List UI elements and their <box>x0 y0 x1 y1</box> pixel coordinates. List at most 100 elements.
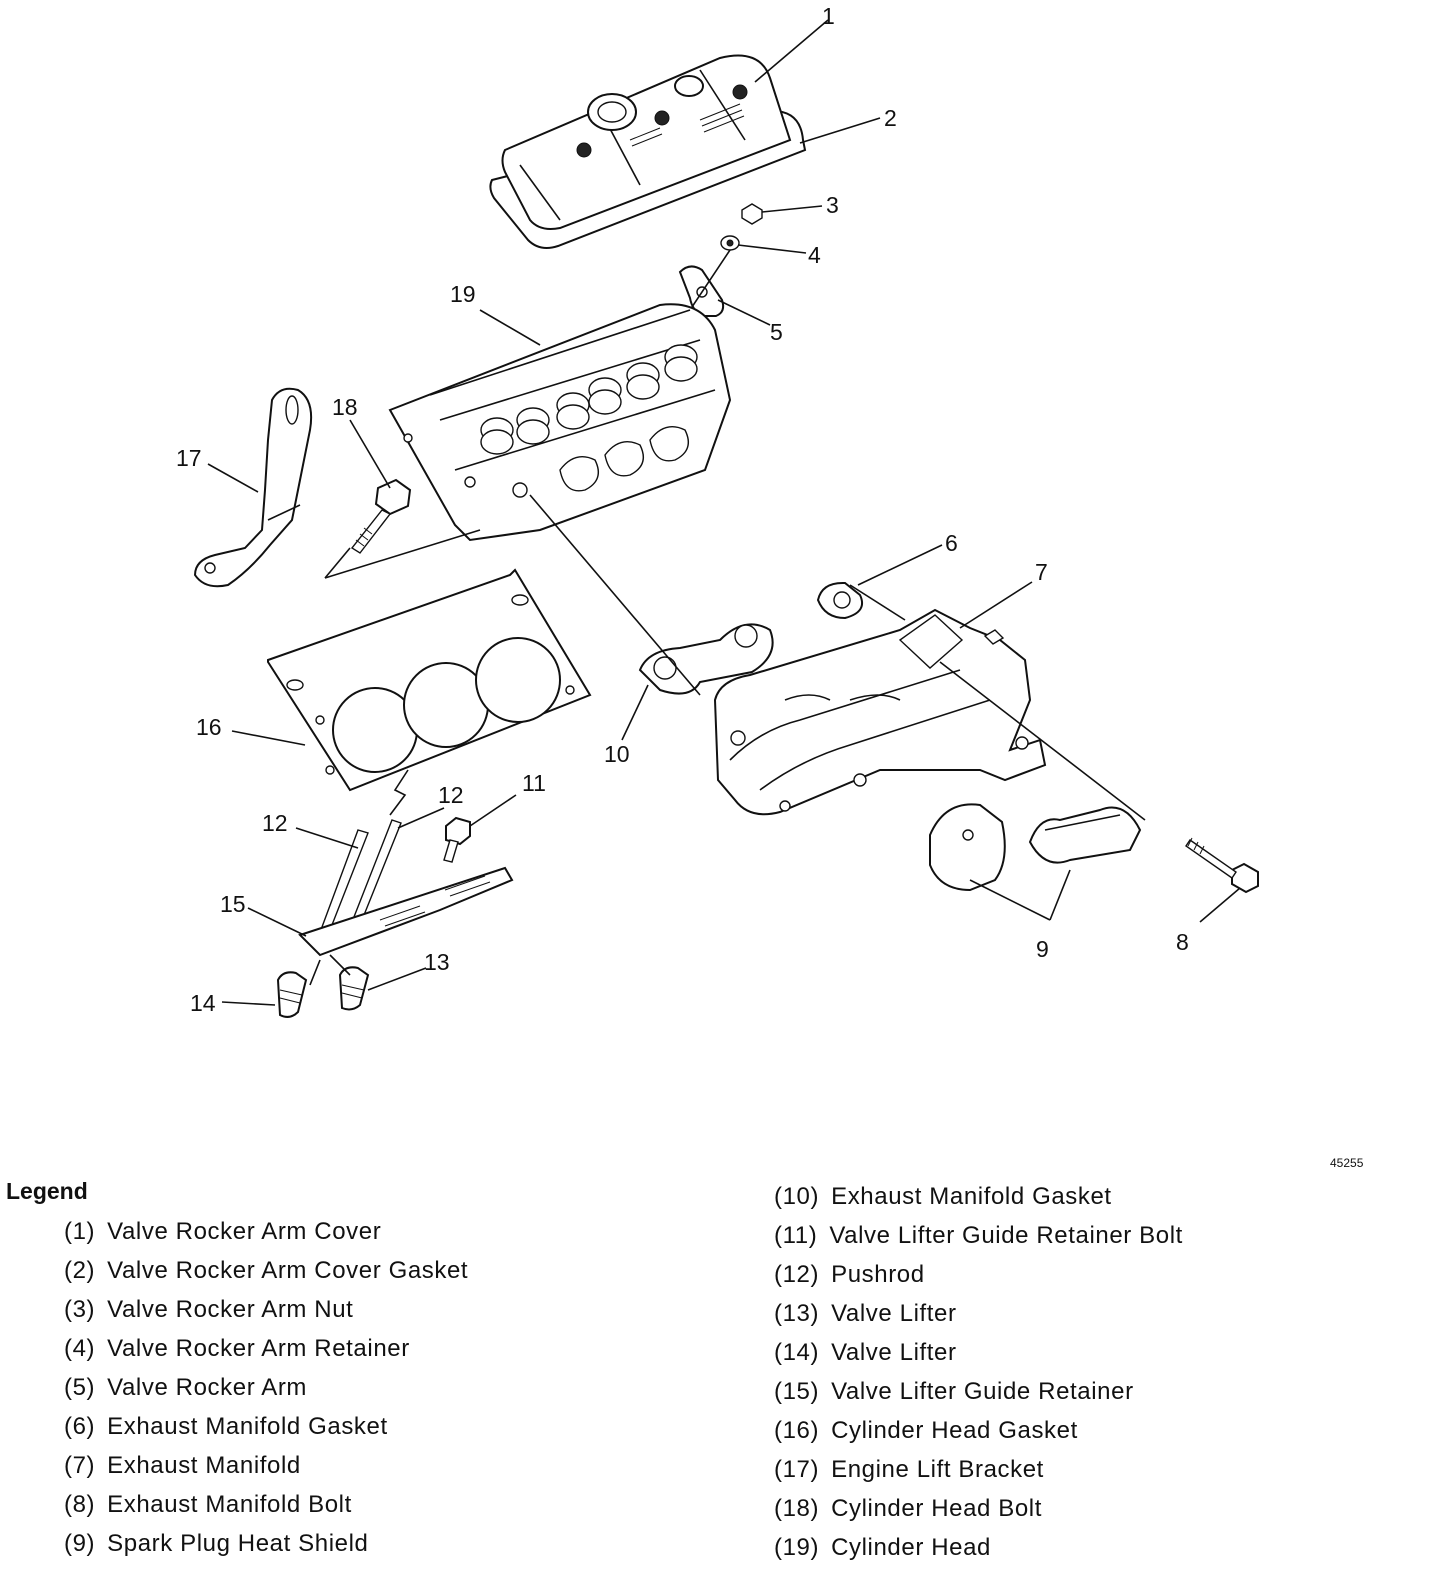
legend-item: (13) Valve Lifter <box>774 1298 1183 1337</box>
valve-rocker-arm-retainer <box>720 235 740 251</box>
legend-item-number: (3) <box>64 1296 96 1323</box>
legend-item: (14) Valve Lifter <box>774 1337 1183 1376</box>
legend-item-number: (18) <box>774 1495 820 1522</box>
exhaust-ports <box>403 426 689 498</box>
callout-18: 18 <box>332 394 358 420</box>
legend-item-label: Valve Rocker Arm Nut <box>107 1296 354 1323</box>
legend-item-number: (4) <box>64 1335 96 1362</box>
legend-item-number: (10) <box>774 1183 820 1210</box>
figure-id: 45255 <box>1330 1156 1364 1170</box>
legend-item-label: Valve Rocker Arm Cover <box>107 1218 382 1245</box>
exhaust-manifold-gasket-6 <box>816 581 864 620</box>
valve-rocker-arm-cover <box>501 54 792 230</box>
valve-lifter-14 <box>276 971 308 1018</box>
legend-item-number: (13) <box>774 1300 820 1327</box>
legend-item-number: (17) <box>774 1456 820 1483</box>
cylinder-head-bolt <box>350 478 412 554</box>
legend-item: (9) Spark Plug Heat Shield <box>64 1528 468 1567</box>
legend-item: (2) Valve Rocker Arm Cover Gasket <box>64 1255 468 1294</box>
legend-item: (6) Exhaust Manifold Gasket <box>64 1411 468 1450</box>
legend-item-label: Cylinder Head Gasket <box>831 1417 1078 1444</box>
legend-item-number: (1) <box>64 1218 96 1245</box>
valve-lifter-guide-retainer-bolt <box>443 816 471 863</box>
callout-16: 16 <box>196 714 222 740</box>
spark-plug-heat-shield <box>929 803 1142 892</box>
legend-item: (5) Valve Rocker Arm <box>64 1372 468 1411</box>
callout-2: 2 <box>884 105 897 131</box>
legend-list-left: (1) Valve Rocker Arm Cover (2) Valve Rocke… <box>64 1216 468 1567</box>
legend-item-label: Exhaust Manifold Gasket <box>107 1413 388 1440</box>
legend-item-number: (14) <box>774 1339 820 1366</box>
callout-5: 5 <box>770 319 783 345</box>
legend-item-number: (15) <box>774 1378 820 1405</box>
callout-17: 17 <box>176 445 202 471</box>
legend-item: (8) Exhaust Manifold Bolt <box>64 1489 468 1528</box>
callout-10: 10 <box>604 741 630 767</box>
callout-9: 9 <box>1036 936 1049 962</box>
callout-labels: 1 2 3 4 5 6 7 8 9 10 11 12 12 13 14 15 1… <box>176 3 1189 1016</box>
legend-item-label: Valve Lifter Guide Retainer Bolt <box>829 1222 1183 1249</box>
legend-item: (18) Cylinder Head Bolt <box>774 1493 1183 1532</box>
cylinder-head <box>388 303 732 542</box>
legend-item-number: (11) <box>774 1222 818 1249</box>
legend-item: (12) Pushrod <box>774 1259 1183 1298</box>
exhaust-manifold-bolt <box>1185 837 1259 894</box>
legend-title: Legend <box>6 1178 88 1204</box>
legend-item-label: Exhaust Manifold Bolt <box>107 1491 352 1518</box>
legend-item-number: (16) <box>774 1417 820 1444</box>
legend-item-label: Exhaust Manifold <box>107 1452 301 1479</box>
legend-item-label: Spark Plug Heat Shield <box>107 1530 369 1557</box>
callout-4: 4 <box>808 242 821 268</box>
legend-item: (15) Valve Lifter Guide Retainer <box>774 1376 1183 1415</box>
callout-12b: 12 <box>262 810 288 836</box>
legend-item-label: Pushrod <box>831 1261 925 1288</box>
legend-item: (1) Valve Rocker Arm Cover <box>64 1216 468 1255</box>
legend-item-label: Valve Lifter Guide Retainer <box>831 1378 1134 1405</box>
legend-item: (17) Engine Lift Bracket <box>774 1454 1183 1493</box>
legend-item-number: (6) <box>64 1413 96 1440</box>
legend-item-label: Engine Lift Bracket <box>831 1456 1044 1483</box>
legend-item: (7) Exhaust Manifold <box>64 1450 468 1489</box>
legend-item-number: (7) <box>64 1452 96 1479</box>
legend-item-label: Valve Lifter <box>831 1300 957 1327</box>
cylinder-head-gasket <box>267 568 592 792</box>
legend-item-label: Cylinder Head <box>831 1534 991 1561</box>
engine-lift-bracket <box>193 387 313 588</box>
callout-19: 19 <box>450 281 476 307</box>
legend-item: (11) Valve Lifter Guide Retainer Bolt <box>774 1220 1183 1259</box>
callout-1: 1 <box>822 3 835 29</box>
valve-lifter-guide-retainer <box>298 866 514 957</box>
legend-list-right: (10) Exhaust Manifold Gasket (11) Valve Li… <box>774 1181 1183 1571</box>
callout-12a: 12 <box>438 782 464 808</box>
legend-item-number: (5) <box>64 1374 96 1401</box>
exhaust-manifold-gasket-10 <box>638 623 774 695</box>
legend-item-label: Valve Rocker Arm Cover Gasket <box>107 1257 469 1284</box>
legend-item-label: Valve Rocker Arm <box>107 1374 308 1401</box>
valve-lifter-13 <box>338 966 370 1011</box>
legend-item: (4) Valve Rocker Arm Retainer <box>64 1333 468 1372</box>
legend-item: (10) Exhaust Manifold Gasket <box>774 1181 1183 1220</box>
callout-7: 7 <box>1035 559 1048 585</box>
legend-item-label: Valve Rocker Arm Retainer <box>107 1335 410 1362</box>
valve-springs <box>480 344 698 455</box>
callout-14: 14 <box>190 990 216 1016</box>
legend-item-number: (2) <box>64 1257 96 1284</box>
legend-item-label: Valve Lifter <box>831 1339 957 1366</box>
legend-item: (19) Cylinder Head <box>774 1532 1183 1571</box>
callout-8: 8 <box>1176 929 1189 955</box>
legend-item-number: (19) <box>774 1534 820 1561</box>
callout-15: 15 <box>220 891 246 917</box>
legend-item-number: (12) <box>774 1261 820 1288</box>
legend-item-label: Exhaust Manifold Gasket <box>831 1183 1112 1210</box>
callout-11: 11 <box>522 770 546 796</box>
callout-13: 13 <box>424 949 450 975</box>
legend-item: (3) Valve Rocker Arm Nut <box>64 1294 468 1333</box>
exhaust-manifold <box>713 608 1047 816</box>
callout-6: 6 <box>945 530 958 556</box>
legend-item-number: (8) <box>64 1491 96 1518</box>
legend-item-label: Cylinder Head Bolt <box>831 1495 1042 1522</box>
callout-3: 3 <box>826 192 839 218</box>
legend-item-number: (9) <box>64 1530 96 1557</box>
valve-rocker-arm-nut <box>741 203 763 225</box>
legend-item: (16) Cylinder Head Gasket <box>774 1415 1183 1454</box>
